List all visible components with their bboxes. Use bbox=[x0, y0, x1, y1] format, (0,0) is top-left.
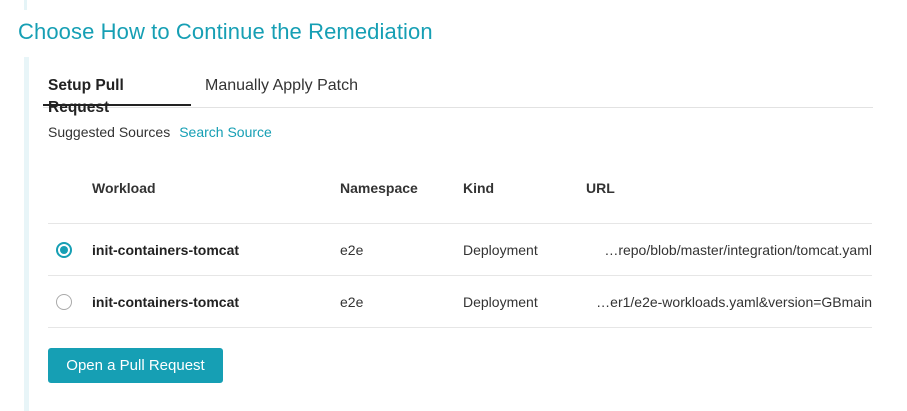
row-radio-unselected[interactable] bbox=[56, 293, 72, 310]
page-title: Choose How to Continue the Remediation bbox=[18, 19, 433, 44]
header-url: URL bbox=[586, 180, 615, 196]
search-source-link[interactable]: Search Source bbox=[179, 124, 272, 140]
suggested-sources-label: Suggested Sources bbox=[48, 124, 171, 140]
table-row[interactable]: init-containers-tomcat e2e Deployment …r… bbox=[48, 223, 872, 276]
header-kind: Kind bbox=[463, 180, 495, 196]
tab-manually-apply-patch[interactable]: Manually Apply Patch bbox=[205, 77, 358, 94]
tab-setup-pull-request[interactable]: Setup Pull Request bbox=[43, 75, 191, 116]
row-url: …repo/blob/master/integration/tomcat.yam… bbox=[586, 223, 872, 276]
header-select bbox=[48, 167, 92, 224]
open-pull-request-button[interactable]: Open a Pull Request bbox=[48, 348, 223, 383]
row-workload: init-containers-tomcat bbox=[92, 275, 340, 328]
table-header-row: Workload Namespace Kind URL bbox=[48, 167, 872, 224]
table-row[interactable]: init-containers-tomcat e2e Deployment …e… bbox=[48, 275, 872, 328]
top-rule bbox=[24, 0, 27, 10]
row-url: …er1/e2e-workloads.yaml&version=GBmain bbox=[586, 275, 872, 328]
sources-table: Workload Namespace Kind URL init-contain… bbox=[48, 167, 872, 328]
row-kind: Deployment bbox=[463, 275, 586, 328]
remediation-panel: Setup Pull Request Manually Apply Patch … bbox=[24, 57, 884, 411]
row-workload: init-containers-tomcat bbox=[92, 223, 340, 276]
row-radio-selected[interactable] bbox=[56, 241, 72, 258]
header-namespace: Namespace bbox=[340, 180, 418, 196]
header-workload: Workload bbox=[92, 180, 156, 196]
row-namespace: e2e bbox=[340, 223, 463, 276]
row-select-cell bbox=[48, 275, 92, 328]
suggested-sources: Suggested Sources Search Source bbox=[48, 124, 272, 140]
row-select-cell bbox=[48, 223, 92, 276]
tab-bar: Setup Pull Request Manually Apply Patch bbox=[43, 75, 873, 116]
row-namespace: e2e bbox=[340, 275, 463, 328]
row-kind: Deployment bbox=[463, 223, 586, 276]
